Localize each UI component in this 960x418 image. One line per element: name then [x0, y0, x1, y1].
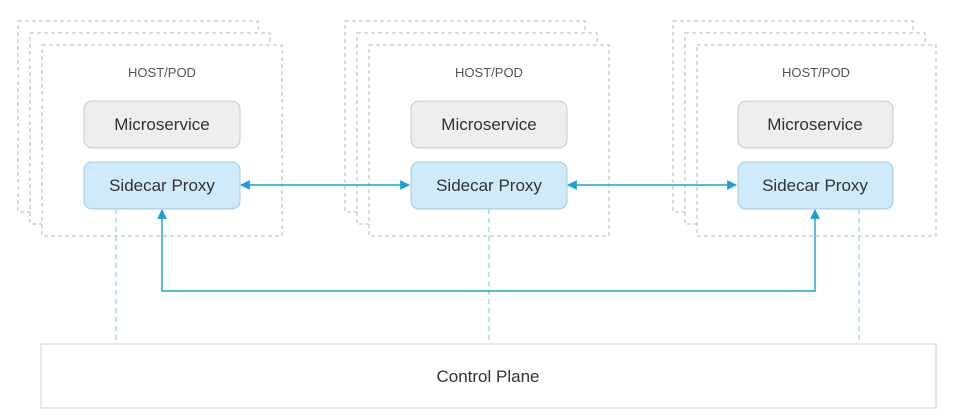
host-pod-3: HOST/POD Microservice Sidecar Proxy [672, 20, 937, 237]
sidecar-proxy-3-label: Sidecar Proxy [762, 176, 868, 195]
microservice-2-box [410, 100, 568, 149]
microservice-2-label: Microservice [441, 115, 536, 134]
host-pod-1: HOST/POD Microservice Sidecar Proxy [17, 20, 283, 237]
sidecar-proxy-1-label: Sidecar Proxy [109, 176, 215, 195]
control-plane-box [40, 343, 937, 409]
microservice-1-box [83, 100, 241, 149]
host-pod-1-label: HOST/POD [128, 65, 196, 80]
sidecar-proxy-3-box [737, 161, 894, 210]
host-pod-3-label: HOST/POD [782, 65, 850, 80]
host-pod-2: HOST/POD Microservice Sidecar Proxy [344, 20, 610, 237]
microservice-3-box [737, 100, 894, 149]
proxy-1-to-3-arrow [157, 209, 820, 292]
sidecar-proxy-2-label: Sidecar Proxy [436, 176, 542, 195]
microservice-3-label: Microservice [767, 115, 862, 134]
host-pod-2-label: HOST/POD [455, 65, 523, 80]
sidecar-proxy-1-box [83, 161, 241, 210]
control-plane-label: Control Plane [436, 367, 539, 386]
microservice-1-label: Microservice [114, 115, 209, 134]
